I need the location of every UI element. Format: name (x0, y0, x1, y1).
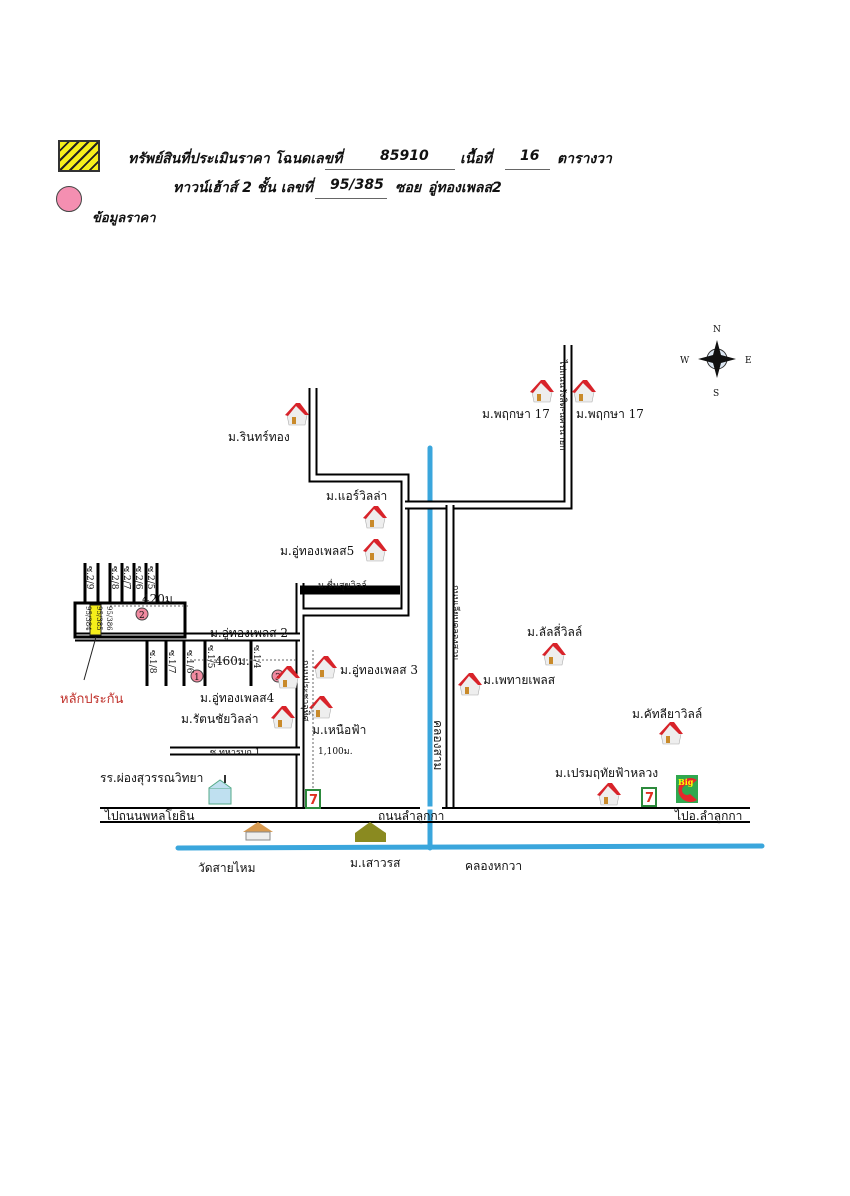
legend-line2-prefix: ทาวน์เฮ้าส์ 2 ชั้น เลขที่ (173, 180, 313, 196)
label-pracha-uthit: ถนนประชาอุทิศ (300, 660, 311, 722)
label-khlong-road: ถนนเลียบคลองสาม (450, 585, 461, 660)
label-phetai: ม.เพทายเพลส (483, 673, 556, 687)
label-uthong3: ม.อู่ทองเพลส 3 (340, 663, 418, 678)
village-gate-icon (355, 822, 386, 842)
label-nuea-fa: ม.เหนือฟ้า (312, 723, 366, 737)
bigc-icon: Big (676, 775, 698, 803)
road-network (73, 345, 750, 823)
svg-text:ซ.2/6: ซ.2/6 (133, 566, 143, 590)
svg-text:ซ.2/8: ซ.2/8 (109, 566, 119, 590)
label-uthong5: ม.อู่ทองเพลส5 (280, 544, 354, 559)
legend-price-icon (56, 186, 82, 212)
svg-text:95/386: 95/386 (105, 606, 113, 631)
distance-1100: 1,100ม. (318, 747, 353, 757)
compass-rose-icon: N S E W (680, 325, 752, 399)
svg-text:ซ.1/8: ซ.1/8 (147, 650, 157, 674)
label-school: รร.ผ่องสุวรรณวิทยา (100, 771, 203, 786)
svg-text:ซ.1/7: ซ.1/7 (166, 650, 176, 674)
area-unit: ตารางวา (557, 151, 612, 167)
label-uthong2: ม.อู่ทองเพลส 2 (210, 626, 288, 641)
area-value: 16 (520, 148, 540, 164)
svg-text:ซ.ทหารบก 1: ซ.ทหารบก 1 (210, 748, 260, 758)
area-label: เนื้อที่ (460, 151, 492, 167)
label-prem: ม.เปรมฤทัยฟ้าหลวง (555, 766, 658, 780)
label-kanthalia: ม.คัทลียาวิลล์ (632, 707, 702, 721)
svg-text:2: 2 (139, 611, 145, 621)
seven-eleven-icon (305, 789, 321, 809)
subject-property-marker[interactable] (89, 604, 102, 636)
price-marker-1[interactable]: 1 (190, 669, 204, 683)
deed-number: 85910 (380, 148, 429, 164)
svg-text:95/384: 95/384 (84, 606, 92, 631)
label-rattanachai: ม.รัตนชัยวิลล่า (181, 712, 259, 726)
svg-text:1: 1 (194, 673, 200, 683)
svg-text:ซ.2/7: ซ.2/7 (121, 566, 131, 590)
legend-line1-prefix: ทรัพย์สินที่ประเมินราคา โฉนดเลขที่ (128, 151, 343, 167)
label-air-villa: ม.แอร์วิลล่า (326, 489, 387, 503)
soi-labels: ซ.2/9 ซ.2/8 ซ.2/7 ซ.2/6 ซ.2/5 ซ.1/8 ซ.1/… (84, 566, 261, 758)
svg-text:ซ.1/5: ซ.1/5 (205, 645, 215, 669)
house-number: 95/385 (330, 177, 384, 193)
label-to-rangsit-nakhonnayok: ไปถนนรังสิต-นครนายก (557, 359, 568, 451)
label-uthong4: ม.อู่ทองเพลส4 (200, 691, 275, 706)
svg-text:Big: Big (678, 777, 694, 787)
svg-text:ซ.1/4: ซ.1/4 (251, 645, 261, 669)
label-khlong-hok-wa: คลองหกวา (465, 859, 522, 873)
svg-text:ซ.2/5: ซ.2/5 (145, 566, 155, 590)
compass-w: W (680, 356, 690, 366)
label-chuensuk: ม.ชื่นสุขวิลล์ (318, 578, 367, 591)
svg-text:ซ.2/9: ซ.2/9 (84, 566, 94, 590)
label-to-phahon: ไปถนนพหลโยธิน (104, 809, 195, 823)
svg-text:95/385: 95/385 (95, 606, 103, 631)
label-lamlukka-road: ถนนลำลูกกา (378, 809, 444, 824)
legend-price-label: ข้อมูลราคา (92, 211, 156, 226)
soi-value: อู่ทองเพลส2 (428, 180, 502, 196)
distance-460: 460ม. (215, 654, 250, 668)
seven-eleven-icon (641, 787, 657, 807)
label-pruksa-a: ม.พฤกษา 17 (482, 407, 550, 421)
svg-text:ซ.1/6: ซ.1/6 (184, 650, 194, 674)
label-lalli: ม.ลัลลี่วิลล์ (527, 623, 582, 639)
compass-e: E (745, 356, 752, 366)
compass-s: S (713, 389, 719, 399)
legend-subject-icon (58, 140, 100, 172)
label-to-lamlukka: ไปอ.ลำลูกกา (674, 809, 742, 824)
soi-label: ซอย (395, 180, 422, 196)
temple-icon (243, 822, 273, 841)
canal-khlong-hok-wa (175, 843, 765, 851)
school-icon (208, 775, 232, 805)
label-rinthong: ม.รินทร์ทอง (228, 430, 290, 444)
collateral-label: หลักประกัน (60, 692, 123, 707)
compass-n: N (713, 325, 721, 335)
price-marker-2[interactable]: 2 (135, 607, 149, 621)
label-khlong-sam: คลองสาม (431, 720, 445, 770)
label-temple: วัดสายไหม (198, 861, 255, 875)
collateral-pointer (83, 636, 97, 681)
distance-420: 420ม. (142, 592, 177, 606)
label-saowarot: ม.เสาวรส (350, 856, 401, 870)
label-pruksa-b: ม.พฤกษา 17 (576, 407, 644, 421)
